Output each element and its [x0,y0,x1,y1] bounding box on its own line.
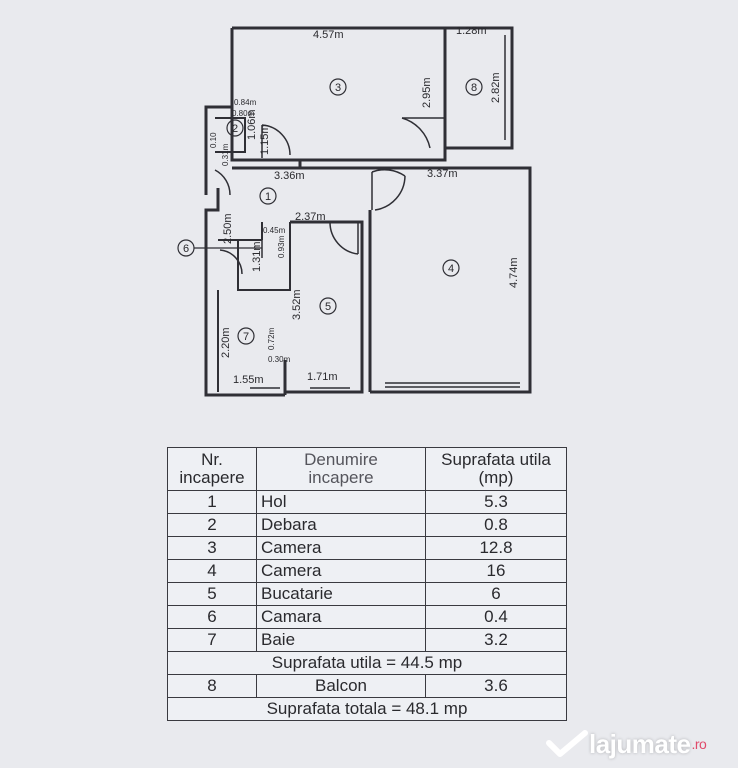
dimension-label: 1.55m [233,374,264,386]
dimension-label: 2.20m [220,327,232,358]
dimension-label: 2.95m [421,77,433,108]
cell-name: Hol [256,490,426,514]
cell-name: Camara [256,605,426,629]
total-area: Suprafata totala = 48.1 mp [167,697,567,721]
dimension-label: 0.31m [221,143,230,166]
cell-name: Camera [256,536,426,560]
header-nr: Nr.incapere [167,447,257,491]
cell-nr: 5 [167,582,257,606]
table-row: 1 Hol 5.3 [167,490,567,514]
dimension-label: 1.71m [307,371,338,383]
table-row: 5 Bucatarie 6 [167,582,567,606]
lajumate-icon [546,730,588,757]
dimension-label: 2.82m [490,72,502,103]
dimension-label: 1.15m [259,124,271,155]
dimension-label: 0.45m [263,226,286,235]
dimension-label: 1.28m [456,25,487,37]
dimension-label: 0.84m [234,98,257,107]
cell-nr: 7 [167,628,257,652]
dimension-label: 3.37m [427,168,458,180]
floor-plan: 1 2 3 4 5 6 7 8 4.57m 1.28m 2.95m 2.82m … [177,25,532,397]
utila-sum: Suprafata utila = 44.5 mp [167,651,567,675]
cell-area: 0.4 [425,605,567,629]
dimension-label: 3.52m [291,289,303,320]
room-number-6: 6 [183,243,189,255]
cell-name: Debara [256,513,426,537]
cell-nr: 2 [167,513,257,537]
dimension-label: 2.37m [295,211,326,223]
table-row: 6 Camara 0.4 [167,605,567,629]
dimension-label: 0.72m [267,327,276,350]
room-number-5: 5 [325,301,331,313]
dimension-label: 0.80m [232,109,255,118]
cell-nr: 3 [167,536,257,560]
dimension-label: 1.31m [251,241,263,272]
table-row: 4 Camera 16 [167,559,567,583]
room-number-4: 4 [448,263,454,275]
cell-name: Camera [256,559,426,583]
room-number-3: 3 [335,82,341,94]
table-row: 3 Camera 12.8 [167,536,567,560]
room-number-7: 7 [243,331,249,343]
dimension-label: 0.93m [277,235,286,258]
cell-name: Bucatarie [256,582,426,606]
header-area: Suprafata utila(mp) [425,447,567,491]
table-row: 2 Debara 0.8 [167,513,567,537]
cell-area: 12.8 [425,536,567,560]
cell-area: 16 [425,559,567,583]
total-row: Suprafata totala = 48.1 mp [167,697,567,721]
cell-name: Baie [256,628,426,652]
cell-area: 3.2 [425,628,567,652]
dimension-label: 0.10 [209,132,218,148]
dimension-label: 4.57m [313,29,344,41]
table-row: 7 Baie 3.2 [167,628,567,652]
cell-area: 0.8 [425,513,567,537]
dimension-label: 3.36m [274,170,305,182]
room-number-8: 8 [471,82,477,94]
dimension-label: 0.30m [268,355,291,364]
cell-area: 6 [425,582,567,606]
cell-area: 5.3 [425,490,567,514]
dimension-label: 1.06m [246,109,258,140]
watermark-text: lajumate [589,728,691,759]
room-number-2: 2 [232,123,238,135]
cell-nr: 8 [167,674,257,698]
cell-nr: 4 [167,559,257,583]
cell-nr: 1 [167,490,257,514]
cell-name: Balcon [256,674,426,698]
dimension-label: 4.74m [508,257,520,288]
room-number-1: 1 [265,191,271,203]
cell-area: 3.6 [425,674,567,698]
cell-nr: 6 [167,605,257,629]
dimension-label: 2.50m [222,213,234,244]
watermark-tld: .ro [691,736,707,752]
watermark-logo: lajumate.ro [545,726,707,762]
table-row: 8 Balcon 3.6 [167,674,567,698]
utila-sum-row: Suprafata utila = 44.5 mp [167,651,567,675]
